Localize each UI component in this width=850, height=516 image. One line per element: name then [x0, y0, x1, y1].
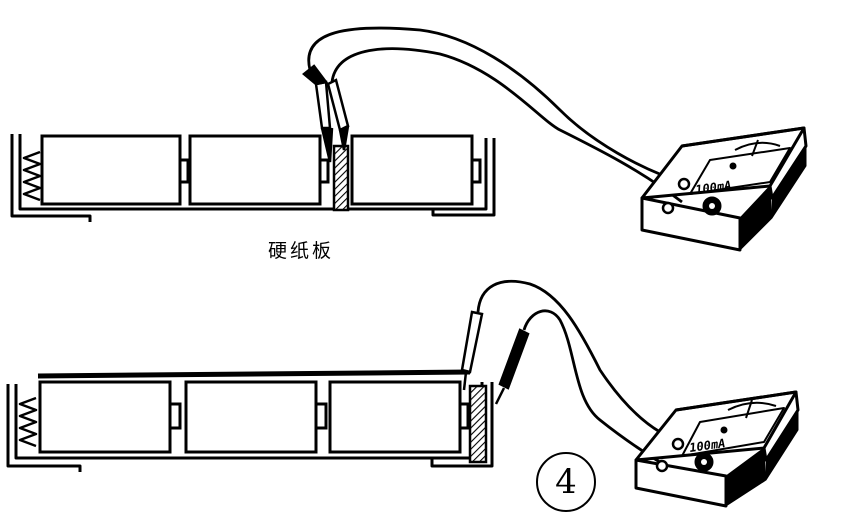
top-meter-range-label: 100mA [694, 178, 732, 197]
bottom-test-leads [476, 279, 667, 468]
bottom-battery-3 [328, 380, 470, 454]
top-cardboard-strip [332, 144, 350, 212]
bottom-battery-2 [184, 380, 328, 454]
bottom-meter-range-label: 100mA [688, 436, 726, 455]
top-probe-left [302, 64, 334, 163]
top-test-leads [307, 26, 689, 204]
top-multimeter-icon: 100mA [640, 126, 808, 252]
bottom-probe-right [494, 328, 530, 405]
top-battery-holder [10, 134, 496, 222]
top-battery-3 [350, 134, 482, 206]
bottom-probe-left [460, 310, 484, 391]
top-battery-1 [40, 134, 190, 206]
bottom-cardboard-strip [468, 384, 488, 464]
bottom-battery-1 [38, 380, 182, 454]
spring-icon [18, 396, 38, 448]
figure-number: 4 [536, 452, 596, 512]
spring-icon [22, 150, 42, 202]
top-battery-2 [188, 134, 330, 206]
cardboard-label: 硬纸板 [268, 240, 335, 262]
bottom-multimeter-icon: 100mA [634, 390, 800, 508]
